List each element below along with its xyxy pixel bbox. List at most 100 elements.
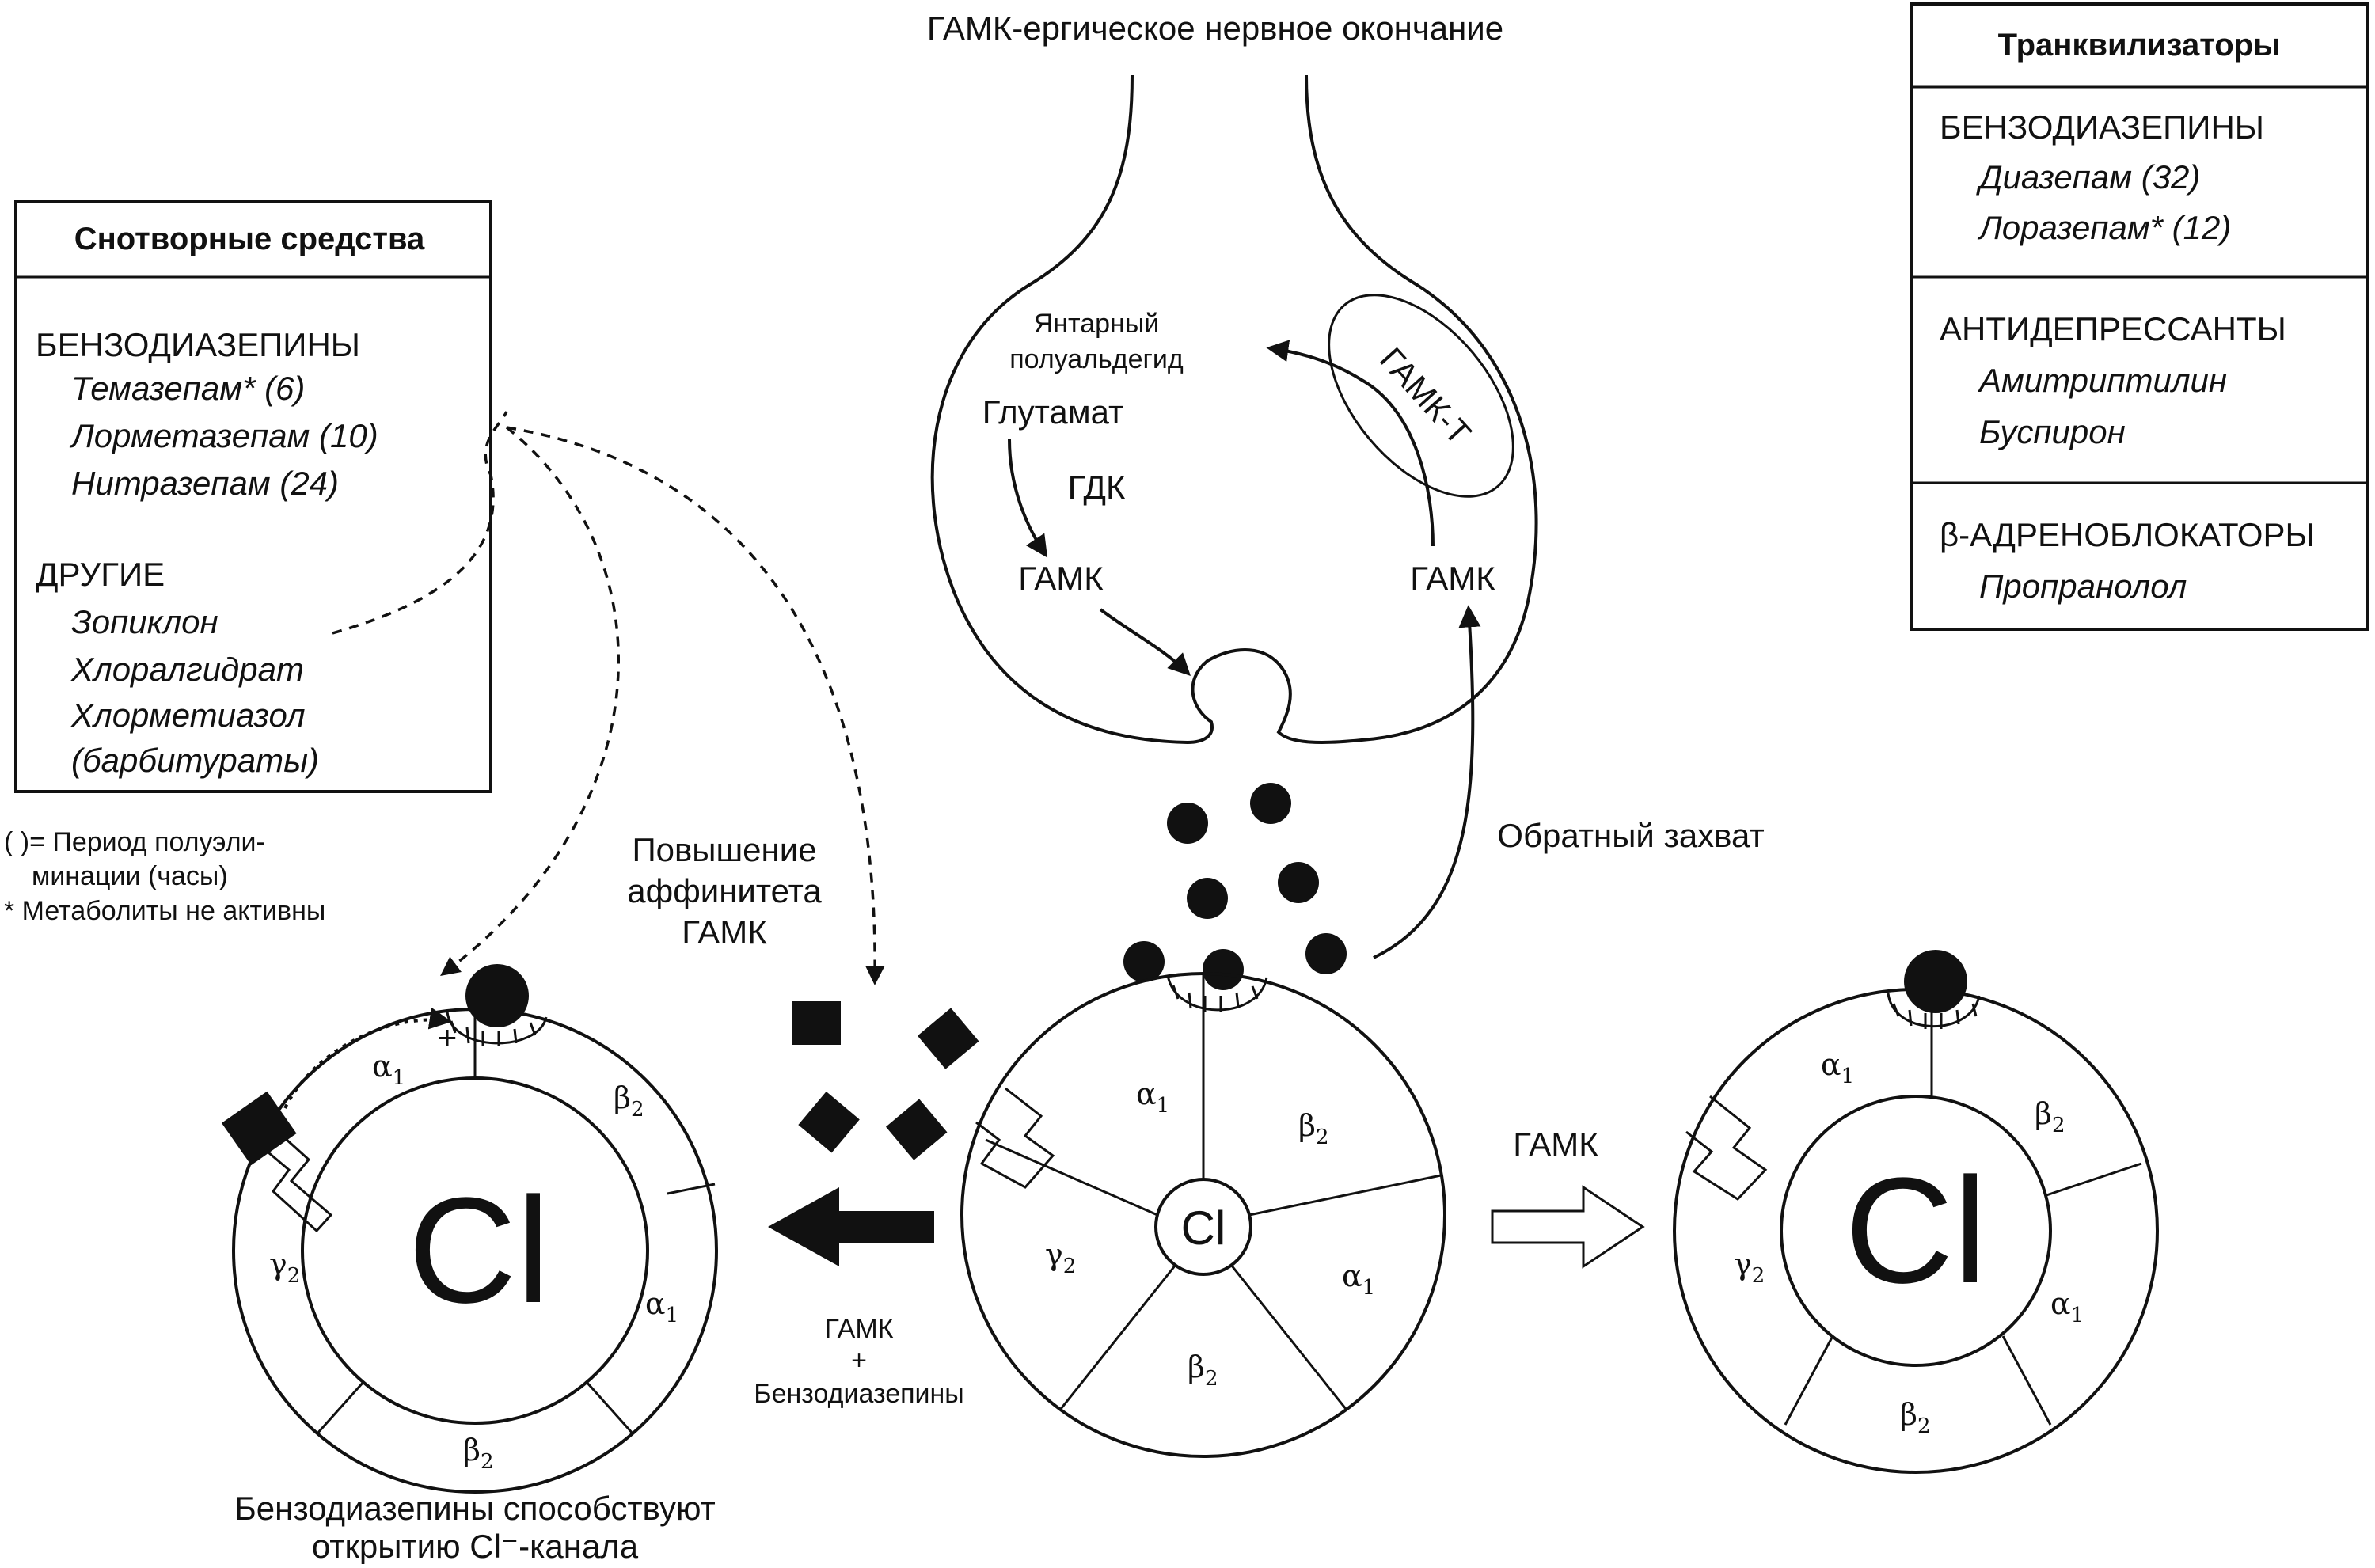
gaba-molecule: [1167, 803, 1208, 844]
hypnotics-group2-title: ДРУГИЕ: [36, 556, 165, 593]
gaba-effect-arrow: [1491, 1185, 1645, 1269]
hypnotics-title: Снотворные средства: [74, 222, 425, 256]
subunit-divider: [2046, 1162, 2142, 1197]
svg-text:β2: β2: [1900, 1397, 1931, 1438]
subunit-greek: β: [463, 1433, 481, 1467]
receptor-inner-channel: [1780, 1095, 2052, 1367]
bz-binding-site: [975, 1087, 1055, 1189]
subunit-index: 1: [2071, 1304, 2084, 1327]
hypnotics-group1-title: БЕНЗОДИАЗЕПИНЫ: [36, 326, 360, 363]
affinity-label: аффинитета: [627, 872, 822, 909]
svg-text:β2: β2: [2035, 1096, 2065, 1137]
tranquilizers-item: Диазепам (32): [1976, 158, 2200, 196]
svg-text:α1: α1: [2050, 1286, 2084, 1327]
receptor-center: Cl α1 β2 γ2 α1 β2: [960, 972, 1446, 1458]
subunit-divider: [1248, 1174, 1442, 1217]
gaba-right-label: ГАМК: [1410, 560, 1495, 597]
tranquilizers-item: Пропранолол: [1979, 568, 2187, 605]
subunit-greek: β: [2035, 1096, 2052, 1131]
subunit-index: 1: [393, 1066, 406, 1090]
subunit-index: 2: [481, 1450, 494, 1474]
svg-text:β2: β2: [1188, 1350, 1218, 1391]
succinic-label-1: Янтарный: [1034, 309, 1160, 339]
gaba-molecule: [1203, 949, 1244, 990]
subunit-greek: β: [1298, 1108, 1316, 1143]
gaba-molecule: [1123, 941, 1165, 982]
benzodiazepine-molecule: [792, 1001, 841, 1045]
subunit-divider: [1059, 1264, 1177, 1410]
svg-text:β2: β2: [463, 1433, 494, 1474]
subunit-divider: [1784, 1335, 1834, 1426]
reuptake-arrow: [1373, 605, 1481, 959]
subunit-divider: [1229, 1264, 1347, 1410]
legend-note: * Метаболиты не активны: [4, 896, 325, 926]
gaba-to-release-arrow: [1099, 608, 1191, 676]
gaba-molecule: [1250, 783, 1291, 824]
gaba-left-label: ГАМК: [1018, 560, 1104, 597]
bottom-caption: Бензодиазепины способствуют: [234, 1490, 716, 1527]
subunit-index: 2: [287, 1264, 301, 1288]
receptor-left: + Cl α1 β2 γ2 α1 β2: [221, 964, 718, 1494]
dashed-connector: [440, 426, 620, 976]
subunit-greek: α: [1342, 1259, 1362, 1293]
bound-gaba: [466, 964, 529, 1027]
svg-text:γ2: γ2: [1045, 1237, 1076, 1278]
subunit-index: 1: [1841, 1065, 1855, 1088]
subunit-greek: α: [1821, 1047, 1841, 1082]
svg-text:γ2: γ2: [1734, 1247, 1765, 1288]
affinity-label: ГАМК: [682, 913, 767, 951]
hypnotics-item: Темазепам* (6): [71, 370, 305, 407]
bottom-caption: открытию Cl⁻-канала: [312, 1528, 639, 1564]
subunit-divider: [584, 1380, 635, 1436]
svg-text:β2: β2: [1298, 1108, 1329, 1149]
hypnotics-item: Нитразепам (24): [71, 465, 339, 502]
nerve-terminal-outline: [930, 74, 1538, 745]
tranquilizers-title: Транквилизаторы: [1998, 28, 2281, 63]
hypnotics-item: (барбитураты): [71, 742, 319, 779]
receptor-right: Cl α1 β2 γ2 α1 β2: [1673, 950, 2159, 1474]
subunit-index: 2: [1205, 1367, 1218, 1391]
allosteric-plus: +: [438, 1019, 458, 1056]
subunit-index: 2: [631, 1098, 644, 1122]
gdk-label: ГДК: [1068, 469, 1126, 506]
subunit-divider: [2001, 1335, 2052, 1426]
glutamate-label: Глутамат: [982, 393, 1124, 431]
chloride-label: Cl: [1845, 1147, 1986, 1315]
gaba-effect-label: ГАМК: [1513, 1126, 1598, 1163]
hypnotics-item: Хлоралгидрат: [70, 651, 304, 688]
benzodiazepine-molecule: [885, 1099, 948, 1160]
subunit-index: 1: [1362, 1276, 1376, 1300]
subunit-greek: α: [1136, 1076, 1157, 1111]
legend-note: минации (часы): [32, 861, 228, 891]
gaba-molecule: [1278, 862, 1319, 903]
svg-text:γ2: γ2: [269, 1247, 300, 1288]
tranquilizers-item: Буспирон: [1979, 413, 2126, 450]
hypnotics-box: [14, 200, 492, 793]
chloride-label: Cl: [408, 1167, 549, 1335]
subunit-greek: γ: [269, 1247, 287, 1281]
subunit-greek: α: [645, 1286, 666, 1321]
glutamate-to-gaba-arrow: [1008, 439, 1048, 558]
gaba-site-hatching: [1892, 1003, 1978, 1029]
benzodiazepine-molecule: [798, 1091, 860, 1153]
hypnotics-item: Лорметазепам (10): [69, 417, 378, 454]
tranquilizers-group1-title: БЕНЗОДИАЗЕПИНЫ: [1940, 108, 2264, 146]
gaba-molecules: [1123, 783, 1347, 990]
gaba-plus-bz-label: +: [851, 1346, 867, 1376]
benzodiazepine-molecule: [917, 1008, 979, 1069]
subunit-index: 1: [1157, 1094, 1170, 1118]
gaba-site-hatching: [1172, 985, 1259, 1012]
gaba-molecule: [1187, 878, 1228, 919]
svg-text:α1: α1: [1821, 1047, 1854, 1088]
reuptake-label: Обратный захват: [1497, 817, 1764, 854]
gaba-t-vesicle: [1328, 294, 1514, 498]
tranquilizers-item: Лоразепам* (12): [1977, 209, 2231, 246]
tranquilizers-box: [1910, 2, 2369, 631]
tranquilizers-group3-title: β-АДРЕНОБЛОКАТОРЫ: [1940, 516, 2315, 553]
subunit-divider: [985, 1138, 1158, 1217]
bz-effect-arrow: [768, 1187, 934, 1266]
subunit-greek: γ: [1734, 1247, 1752, 1281]
svg-text:α1: α1: [1342, 1259, 1375, 1300]
subunit-index: 2: [1752, 1264, 1765, 1288]
